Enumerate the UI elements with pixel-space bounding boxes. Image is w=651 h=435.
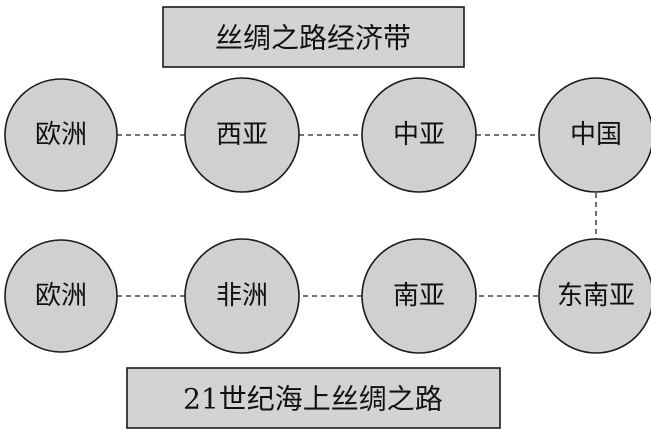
bottom-node-southeast-asia: 东南亚 <box>538 238 651 354</box>
top-node-europe-label: 欧洲 <box>35 120 87 150</box>
connector-lines <box>117 134 597 297</box>
top-route-title-box: 丝绸之路经济带 <box>162 6 465 68</box>
top-node-central-asia-label: 中亚 <box>393 120 445 150</box>
top-node-china: 中国 <box>538 77 651 193</box>
top-node-europe: 欧洲 <box>4 78 118 192</box>
bottom-node-africa-label: 非洲 <box>216 281 268 311</box>
top-route-title: 丝绸之路经济带 <box>215 22 411 55</box>
top-node-west-asia: 西亚 <box>184 77 300 193</box>
bottom-route-title: 21世纪海上丝绸之路 <box>183 383 443 416</box>
bottom-node-europe: 欧洲 <box>4 239 118 353</box>
bottom-node-africa: 非洲 <box>184 238 300 354</box>
bottom-route-title-box: 21世纪海上丝绸之路 <box>126 367 501 429</box>
bottom-node-south-asia: 南亚 <box>361 238 477 354</box>
top-node-central-asia: 中亚 <box>361 77 477 193</box>
top-node-china-label: 中国 <box>570 120 622 150</box>
bottom-node-south-asia-label: 南亚 <box>393 281 445 311</box>
bottom-node-southeast-asia-label: 东南亚 <box>557 281 635 311</box>
top-node-west-asia-label: 西亚 <box>216 120 268 150</box>
bottom-node-europe-label: 欧洲 <box>35 281 87 311</box>
